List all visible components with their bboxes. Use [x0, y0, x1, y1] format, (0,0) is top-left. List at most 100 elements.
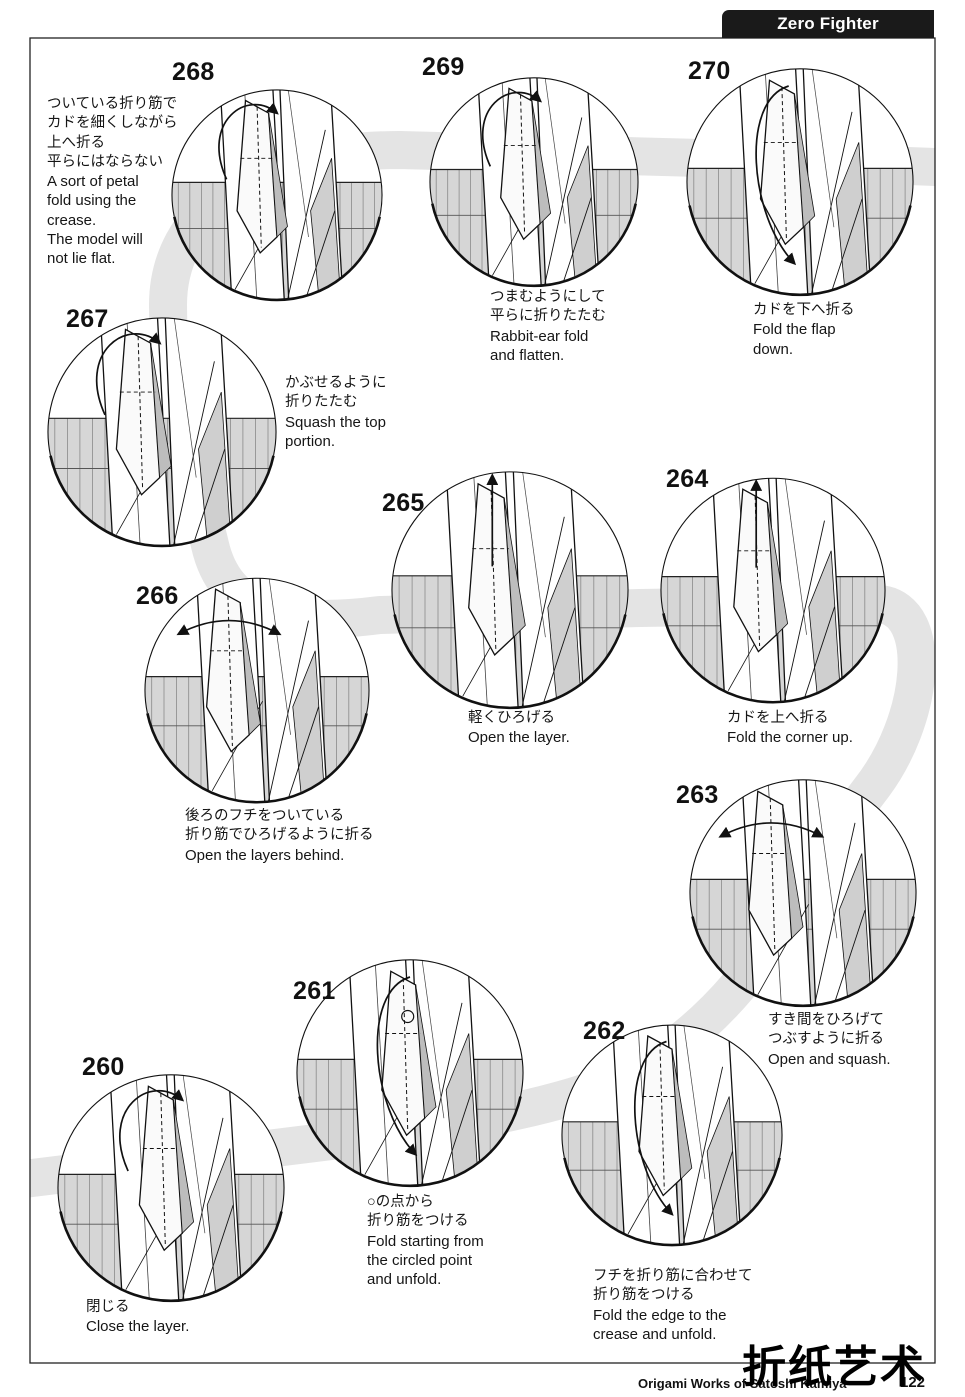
fold-line [783, 520, 825, 702]
diagram-content [690, 780, 916, 1006]
step-diagram-267 [47, 317, 277, 548]
step-diagram-260 [57, 1074, 285, 1303]
fold-arrow [95, 332, 162, 416]
flap-shading [268, 113, 288, 238]
caption-ja-line: つぶすように折る [768, 1031, 884, 1048]
caption-ja-line: カドを下へ折る [753, 302, 855, 318]
chapter-tab: Zero Fighter [722, 10, 934, 38]
step-number-266: 266 [136, 582, 179, 610]
watermark-logo: 折纸艺术 [742, 1342, 926, 1393]
valley-fold-line [769, 798, 776, 950]
caption-ja-line: 平らにはならない [47, 153, 163, 170]
caption-en-line: and unfold. [367, 1271, 442, 1289]
valley-fold-line [490, 490, 497, 650]
valley-fold-line [256, 106, 262, 248]
step-266-caption: 後ろのフチをついている 折り筋でひろげるように折る Open the layer… [185, 807, 374, 865]
step-diagram-264 [660, 477, 886, 704]
caption-en-line: Open and squash. [768, 1050, 891, 1068]
fold-line [181, 1117, 224, 1301]
fold-line [682, 1066, 724, 1245]
caption-ja-line: 上へ折る [47, 134, 105, 151]
folded-flap [500, 87, 541, 241]
caption-ja-line: カドを上へ折る [727, 710, 829, 726]
disc-top-arc [47, 317, 277, 456]
disc-top-arc [391, 471, 629, 615]
folded-flap [236, 99, 278, 254]
flap-shading [794, 93, 816, 229]
caption-en-line: crease and unfold. [593, 1325, 717, 1343]
disc-bottom-arc [662, 613, 884, 704]
book-title-footer: Origami Works of Satoshi Kamiya [638, 1376, 847, 1391]
disc-top-arc [660, 477, 886, 614]
page-number: 122 [900, 1374, 926, 1391]
caption-en-line: down. [753, 340, 794, 358]
step-number-262: 262 [583, 1017, 626, 1045]
folded-flap [138, 1085, 183, 1252]
diagram-content [661, 478, 885, 702]
flap-shading [415, 984, 437, 1120]
crease-line [170, 318, 197, 478]
valley-fold-line [659, 1042, 665, 1191]
fold-line [267, 620, 309, 802]
flap-shading [150, 343, 172, 479]
caption-ja-line: カドを細くしながら [47, 115, 178, 132]
step-263-caption: すき間をひろげて つぶすように折る Open and squash. [768, 1011, 891, 1069]
valley-fold-line [781, 87, 787, 239]
crease-line [808, 69, 835, 228]
caption-ja-line: 折りたたむ [285, 394, 358, 411]
step-number-270: 270 [688, 57, 731, 85]
diagram-content [430, 78, 638, 286]
step-number-267: 267 [66, 305, 109, 333]
caption-ja-line: ついている折り筋で [47, 96, 178, 112]
folded-flap [638, 1034, 682, 1197]
diagram-content [687, 69, 913, 295]
disc-top-arc [686, 68, 914, 206]
flap-shading [531, 100, 552, 225]
step-number-264: 264 [666, 465, 709, 493]
diagram-content [392, 472, 628, 708]
crease-line [285, 90, 309, 238]
fold-line [287, 129, 326, 300]
caption-en-line: Fold the corner up. [727, 729, 853, 747]
caption-en-line: Rabbit-ear fold [490, 327, 589, 345]
disc-bottom-arc [393, 614, 627, 710]
crease-line [519, 472, 546, 638]
crease-line [541, 78, 566, 224]
step-267-caption: かぶせるように 折りたたむ Squash the top portion. [285, 374, 387, 451]
folded-flap [759, 79, 805, 246]
fold-line [813, 822, 856, 1006]
valley-fold-line [402, 978, 409, 1130]
disc-bottom-arc [173, 216, 381, 302]
valley-fold-line [160, 1093, 166, 1245]
caption-ja-line: 折り筋をつける [593, 1287, 695, 1304]
disc-top-arc [296, 959, 524, 1097]
caption-en-line: Close the layer. [86, 1318, 190, 1336]
step-number-269: 269 [422, 53, 465, 81]
disc-bottom-arc [431, 203, 637, 288]
caption-en-line: fold using the [47, 192, 137, 210]
folded-flap [468, 482, 515, 656]
step-number-261: 261 [293, 977, 336, 1005]
disc-top-arc [144, 577, 370, 714]
disc-bottom-arc [691, 916, 915, 1008]
caption-en-line: crease. [47, 211, 97, 229]
valley-fold-line [137, 336, 144, 490]
flap-shading [172, 1099, 195, 1235]
crease-line [265, 578, 291, 735]
disc-top-arc [171, 89, 383, 217]
step-270-caption: カドを下へ折る Fold the flap down. [753, 301, 855, 359]
disc-bottom-arc [563, 1157, 781, 1247]
disc-top-arc [689, 779, 917, 917]
valley-fold-line [520, 94, 526, 235]
caption-en-line: Fold the flap [753, 321, 836, 339]
caption-en-line: Fold starting from [367, 1232, 484, 1250]
step-260-caption: 閉じる Close the layer. [86, 1298, 189, 1337]
flap-shading [671, 1049, 693, 1180]
disc-top-arc [429, 77, 639, 204]
caption-ja-line: 折り筋でひろげるように折る [185, 827, 374, 844]
step-diagram-270 [686, 68, 914, 297]
fold-arrow [755, 85, 797, 266]
step-268-caption: ついている折り筋で カドを細くしながら 上へ折る 平らにはならない A sort… [47, 95, 178, 269]
